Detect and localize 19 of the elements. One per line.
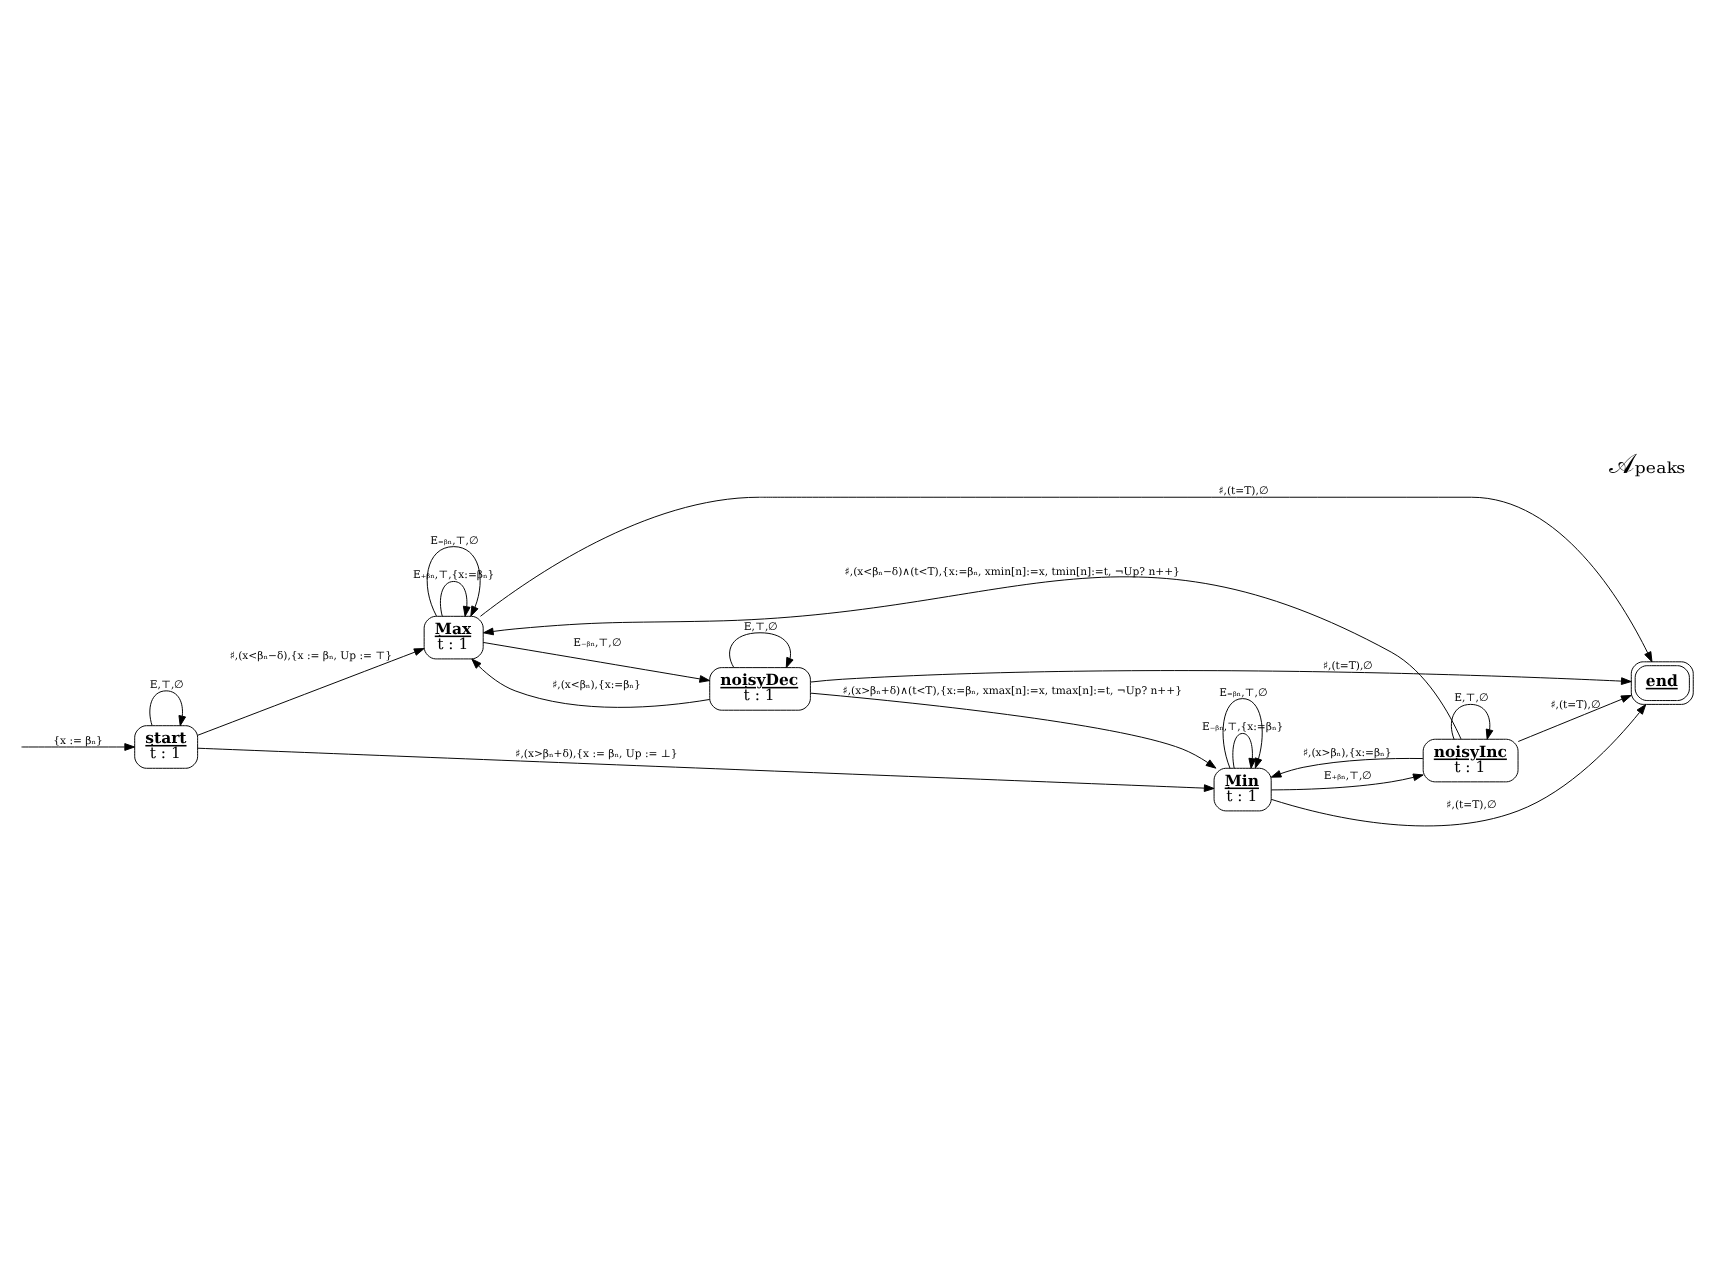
arrow [810, 691, 1217, 768]
arrow [480, 495, 1653, 662]
arrow [482, 640, 711, 682]
arrow [1270, 756, 1424, 777]
arrow [149, 689, 187, 726]
arrow [483, 575, 1462, 739]
arrow [439, 579, 471, 616]
arrow [1232, 731, 1257, 768]
arrow [471, 657, 711, 707]
arrow [729, 631, 794, 668]
arrow [197, 746, 1215, 791]
arrow [1450, 702, 1494, 739]
arrow [1517, 693, 1632, 741]
arrow [21, 742, 135, 750]
arrow [1270, 703, 1647, 826]
arrow [1270, 772, 1424, 790]
arrow [197, 647, 425, 735]
diagram-title: 𝒜ₚₑₐₖₛ [1608, 448, 1686, 481]
arrow [810, 669, 1632, 684]
